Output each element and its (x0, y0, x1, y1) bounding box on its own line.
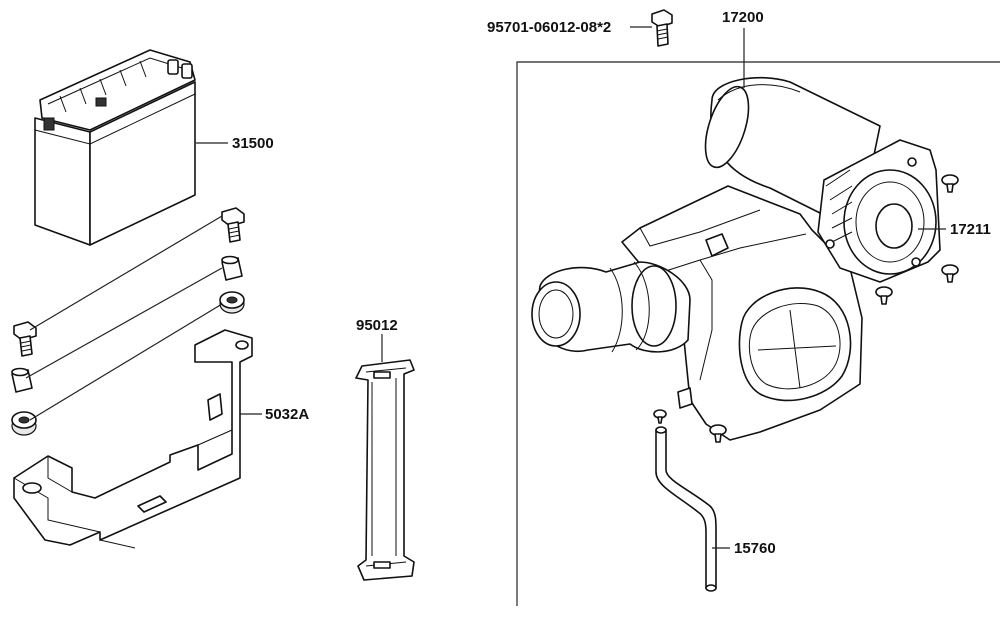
filter-cover (817, 139, 941, 283)
bolt-left-bottom (13, 321, 37, 357)
screw-5 (709, 424, 727, 443)
bolt-top (651, 9, 673, 47)
leader-hw-2 (25, 267, 223, 379)
label-95012: 95012 (356, 317, 398, 334)
screw-4 (653, 409, 667, 424)
screw-3 (875, 286, 893, 305)
collar-left-top (221, 255, 243, 281)
label-5032A: 5032A (265, 406, 309, 423)
label-31500: 31500 (232, 135, 274, 152)
leader-hw-3 (29, 303, 223, 421)
hose (655, 426, 717, 592)
grommet-left-top (219, 291, 245, 314)
assembly-frame-line (516, 61, 1000, 606)
collar-left-bottom (11, 367, 33, 393)
screw-1 (941, 174, 959, 193)
battery (34, 49, 196, 246)
label-95701: 95701-06012-08*2 (487, 19, 611, 36)
strap (355, 359, 415, 581)
label-17200: 17200 (722, 9, 764, 26)
label-17211: 17211 (950, 221, 991, 238)
grommet-left-bottom (11, 411, 37, 436)
leader-hw-1 (29, 215, 223, 331)
bracket (13, 329, 253, 549)
bolt-left-top (221, 207, 245, 243)
inlet-duct (531, 261, 691, 353)
screw-2 (941, 264, 959, 283)
label-15760: 15760 (734, 540, 776, 557)
